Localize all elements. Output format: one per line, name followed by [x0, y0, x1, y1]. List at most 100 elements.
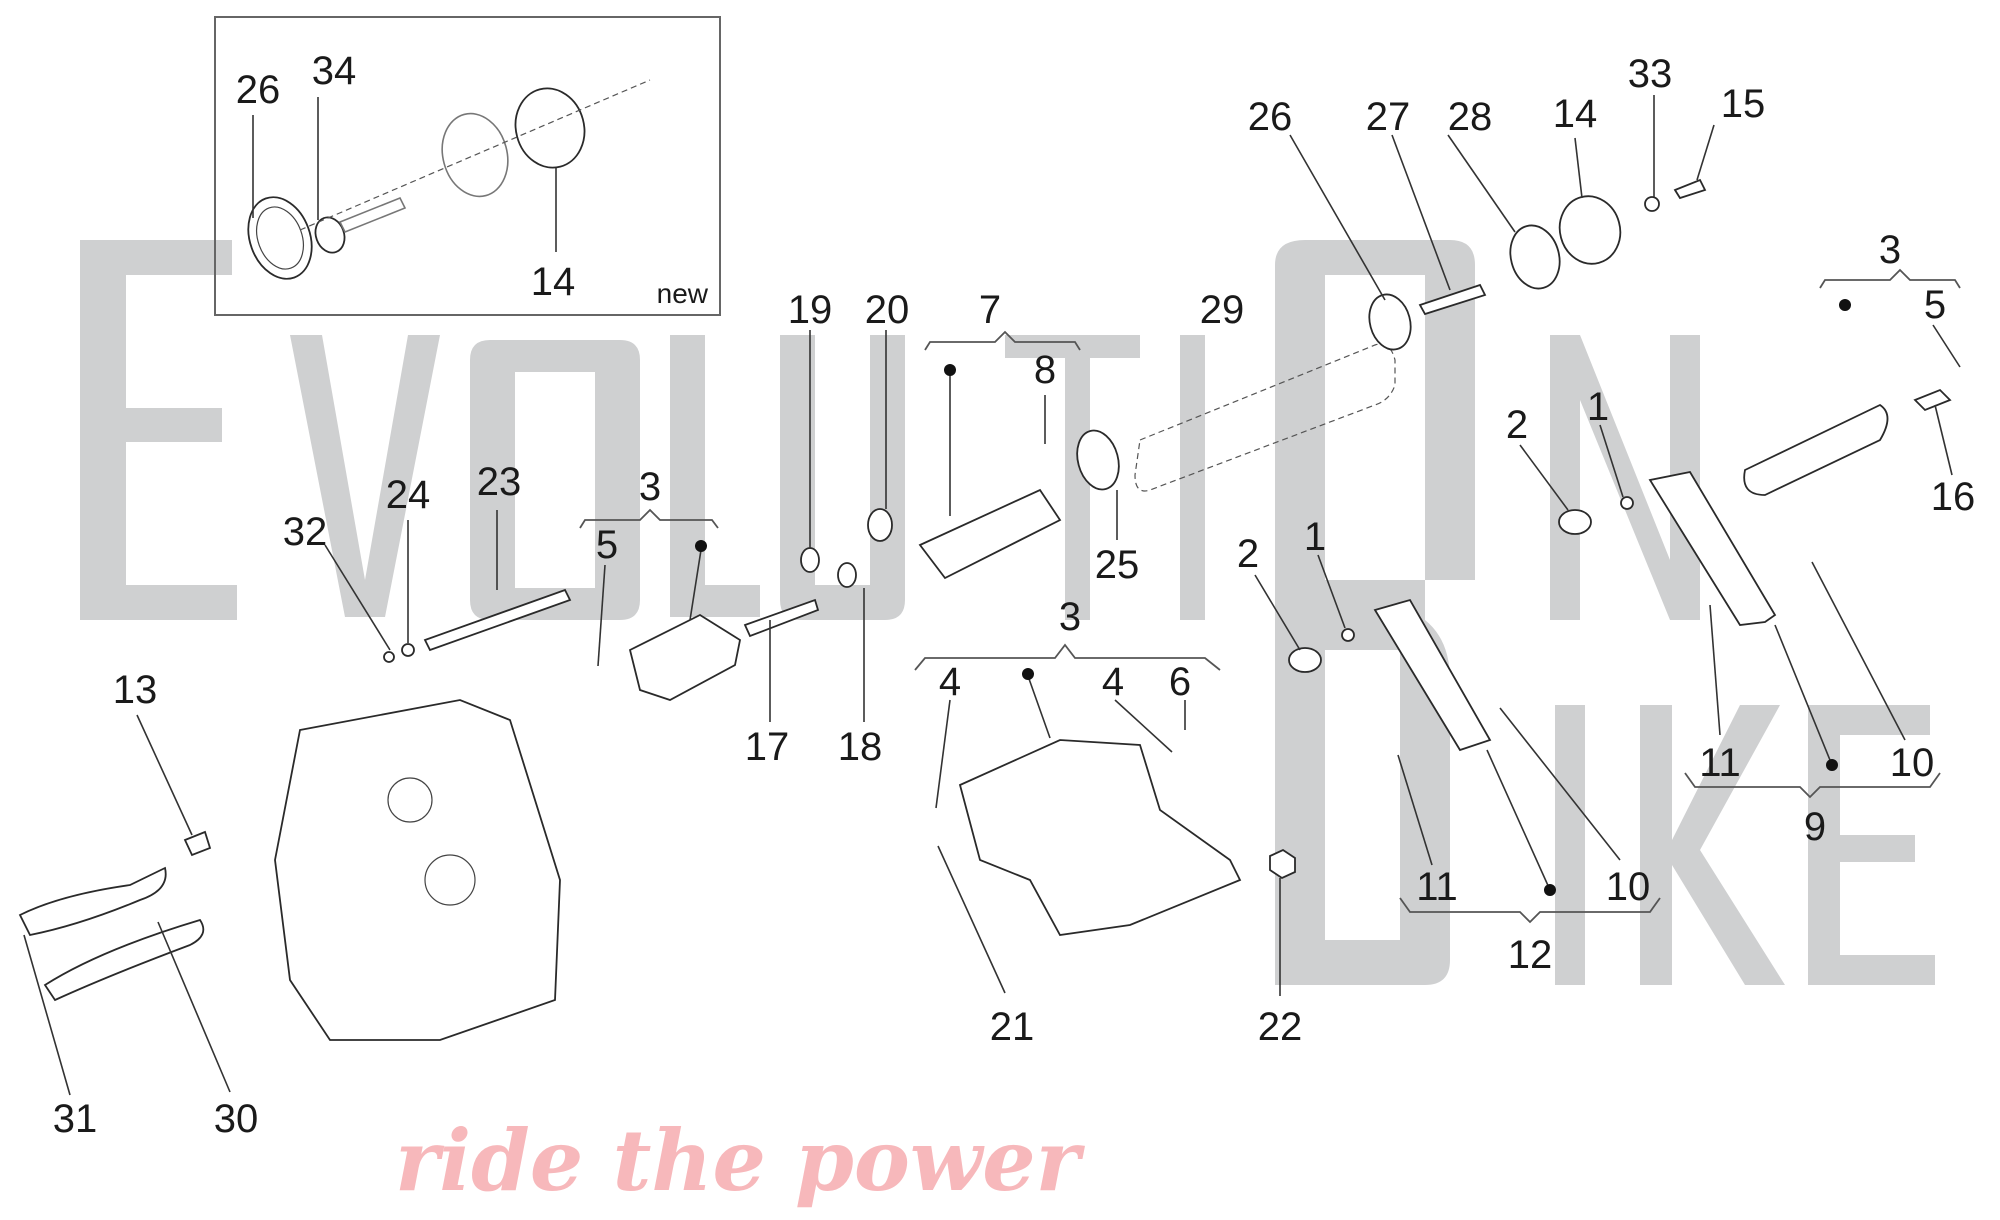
bearing-cap-right: [1743, 403, 1889, 496]
callout-11-b: 11: [1699, 741, 1741, 785]
timing-chain-29: [1134, 343, 1396, 492]
plate-16: [1913, 388, 1952, 412]
tensioner-2b: [1558, 509, 1592, 535]
brace-3-left: [579, 508, 719, 529]
callout-26: 26: [1248, 95, 1293, 139]
washer-20: [867, 508, 893, 542]
callout-19: 19: [788, 288, 833, 332]
watermark-letter-o: [470, 340, 640, 620]
slogan-watermark: ride the power: [395, 1111, 1086, 1210]
callout-12: 12: [1508, 933, 1553, 977]
rocker-bracket-12: [1373, 598, 1492, 752]
callout-6: 6: [1169, 660, 1191, 704]
callout-1-b: 1: [1587, 385, 1609, 429]
callout-9: 9: [1804, 805, 1826, 849]
callout-5-right: 5: [1924, 283, 1946, 327]
callout-20: 20: [865, 288, 910, 332]
callout-17: 17: [745, 725, 790, 769]
brace-3-mid: [914, 643, 1221, 671]
watermark-letter-e: [80, 240, 237, 620]
callout-5-left: 5: [596, 523, 618, 567]
brace-12: [1399, 897, 1661, 924]
callout-31: 31: [53, 1097, 98, 1141]
watermark-letter-t: [1005, 335, 1140, 620]
stud-23: [423, 588, 572, 652]
ref-dot-7: [944, 364, 956, 376]
watermark-letter-o-large: [1275, 240, 1475, 580]
brace-3-right: [1819, 268, 1961, 289]
brace-7: [924, 330, 1081, 351]
callout-13: 13: [113, 668, 158, 712]
callout-10-a: 10: [1606, 865, 1651, 909]
ref-dot-9: [1826, 759, 1838, 771]
callout-25: 25: [1095, 543, 1140, 587]
callout-14: 14: [1553, 92, 1598, 136]
parts: [18, 178, 1952, 1041]
callout-11-a: 11: [1416, 865, 1458, 909]
cam-gear-26: [1368, 293, 1412, 351]
screw-15: [1673, 178, 1707, 200]
callout-labels: 26 27 28 14 33 15 3 5 16 19 20 7 8 29 25…: [53, 52, 1976, 1141]
ref-dot-3-mid: [1022, 668, 1034, 680]
cylinder-head: [274, 699, 561, 1041]
callout-10-b: 10: [1890, 741, 1935, 785]
watermark-letter-v: [290, 335, 440, 617]
callout-inset-14: 14: [531, 260, 576, 304]
callout-29: 29: [1200, 288, 1245, 332]
cover-14: [1558, 195, 1622, 265]
callout-32: 32: [283, 510, 328, 554]
callout-33: 33: [1628, 52, 1673, 96]
callout-23: 23: [477, 460, 522, 504]
bearing-cap-left: [628, 613, 742, 701]
callout-4-a: 4: [939, 660, 961, 704]
camshaft: [918, 488, 1062, 580]
screw-17: [743, 598, 820, 638]
callout-16: 16: [1931, 475, 1976, 519]
washer-32: [383, 651, 395, 663]
callout-28: 28: [1448, 95, 1493, 139]
watermark-letter-i: [1180, 335, 1205, 620]
washer-inset: [314, 216, 346, 254]
ref-dot-12: [1544, 884, 1556, 896]
watermark-letter-i-bike: [1555, 705, 1585, 985]
chain-guide-31: [18, 866, 167, 937]
nut-24: [401, 643, 415, 657]
callout-27: 27: [1366, 95, 1411, 139]
watermark-letter-n: [1550, 335, 1700, 620]
callout-18: 18: [838, 725, 883, 769]
callout-15: 15: [1721, 82, 1766, 126]
callout-1-a: 1: [1304, 515, 1326, 559]
cam-gear-inset: [247, 196, 313, 280]
watermark-letter-b: [1275, 580, 1450, 985]
callout-3-mid: 3: [1059, 595, 1081, 639]
tensioner-2a: [1288, 647, 1322, 673]
washer-33: [1644, 196, 1660, 212]
bolt-27: [1418, 283, 1487, 316]
ref-dot-3-right: [1839, 299, 1851, 311]
inset-frame: [214, 16, 721, 316]
callout-3-left: 3: [639, 465, 661, 509]
callout-22: 22: [1258, 1005, 1303, 1049]
rocker-bracket-9: [1648, 470, 1777, 626]
ref-dot-3-left: [695, 540, 707, 552]
callout-21: 21: [990, 1005, 1035, 1049]
nut-22: [1269, 848, 1296, 880]
o-ring-1a: [1341, 628, 1355, 642]
washer-18: [837, 562, 857, 588]
callout-inset-34: 34: [312, 49, 357, 93]
callout-30: 30: [214, 1097, 259, 1141]
watermark-letter-e-bike: [1808, 705, 1935, 985]
camshaft-gear-25: [1076, 429, 1120, 491]
callout-3-right: 3: [1879, 228, 1901, 272]
callout-4-b: 4: [1102, 660, 1124, 704]
bolt-13: [183, 830, 212, 857]
callout-8: 8: [1034, 348, 1056, 392]
cover-inset: [514, 87, 586, 169]
chain-guide-30: [43, 918, 205, 1002]
inset-new-version: 26 34 14 new: [214, 16, 721, 316]
callout-2-a: 2: [1237, 532, 1259, 576]
callout-24: 24: [386, 473, 431, 517]
callout-7: 7: [979, 288, 1001, 332]
callout-inset-26: 26: [236, 68, 281, 112]
